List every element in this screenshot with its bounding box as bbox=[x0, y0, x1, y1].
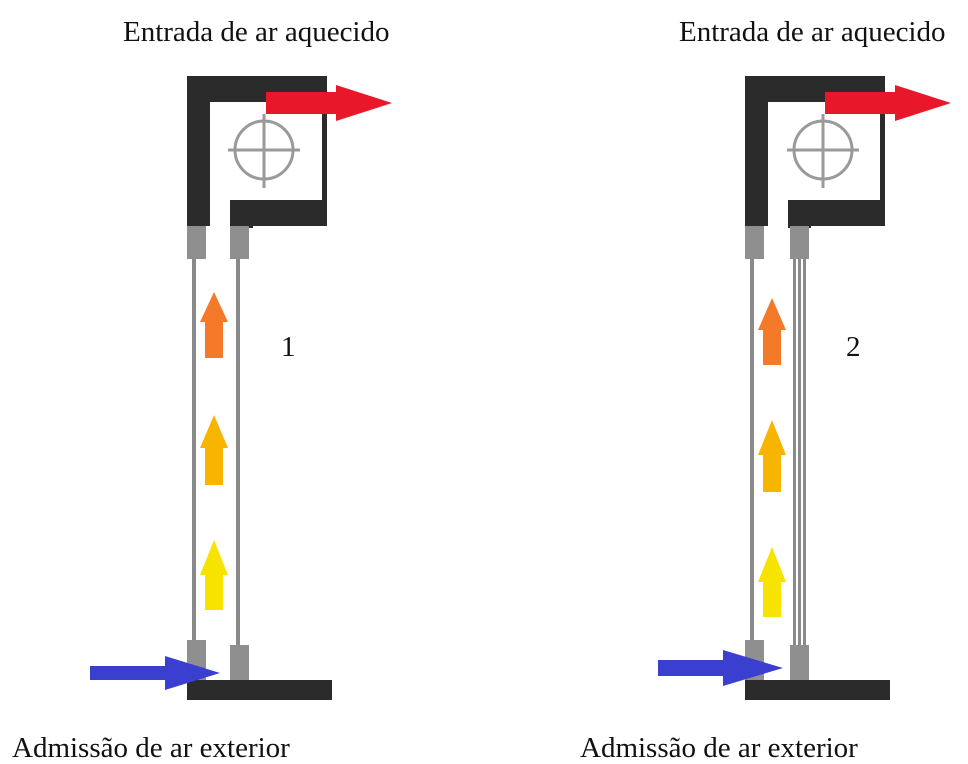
fan-icon bbox=[787, 114, 859, 188]
panel-1-outer-glass bbox=[192, 259, 196, 640]
panel-1-top-label: Entrada de ar aquecido bbox=[123, 16, 390, 48]
airflow-arrow-icon bbox=[758, 547, 786, 617]
panel-1-side-wall-lower bbox=[322, 102, 327, 200]
panel-1-inner-wall bbox=[230, 200, 327, 228]
outlet-arrow-icon bbox=[266, 85, 392, 121]
panel-2-bottom-sill bbox=[745, 680, 890, 700]
panel-2 bbox=[658, 76, 951, 700]
panel-1-frame-top-right bbox=[230, 226, 249, 259]
panel-1-frame-top-left bbox=[187, 226, 206, 259]
airflow-arrow-icon bbox=[200, 415, 228, 485]
panel-2-side-wall-lower bbox=[880, 102, 885, 200]
panel-1-frame-bottom-right bbox=[230, 645, 249, 680]
airflow-arrow-icon bbox=[758, 298, 786, 365]
inlet-arrow-icon bbox=[658, 650, 783, 686]
inlet-arrow-icon bbox=[90, 656, 220, 690]
panel-2-inner-glass-2 bbox=[798, 259, 801, 645]
panel-2-top-label: Entrada de ar aquecido bbox=[679, 16, 946, 48]
panel-2-bottom-label: Admissão de ar exterior bbox=[580, 732, 858, 764]
panel-1-number: 1 bbox=[281, 331, 296, 363]
panel-2-outer-glass bbox=[750, 259, 754, 640]
panel-1-inner-glass bbox=[236, 259, 240, 645]
panel-2-number: 2 bbox=[846, 331, 861, 363]
panel-1-bottom-sill bbox=[187, 680, 332, 700]
fan-icon bbox=[228, 114, 300, 188]
airflow-arrow-icon bbox=[200, 292, 228, 358]
panel-1-bottom-label: Admissão de ar exterior bbox=[12, 732, 290, 764]
panel-2-frame-bottom-right bbox=[790, 645, 809, 680]
panel-2-inner-glass-3 bbox=[803, 259, 806, 645]
panel-2-frame-top-left bbox=[745, 226, 764, 259]
panel-2-inner-wall bbox=[788, 200, 885, 228]
airflow-arrow-icon bbox=[758, 420, 786, 492]
airflow-arrow-icon bbox=[200, 540, 228, 610]
panel-2-inner-glass-1 bbox=[793, 259, 796, 645]
outlet-arrow-icon bbox=[825, 85, 951, 121]
panel-2-frame-top-right bbox=[790, 226, 809, 259]
panel-1 bbox=[90, 76, 392, 700]
